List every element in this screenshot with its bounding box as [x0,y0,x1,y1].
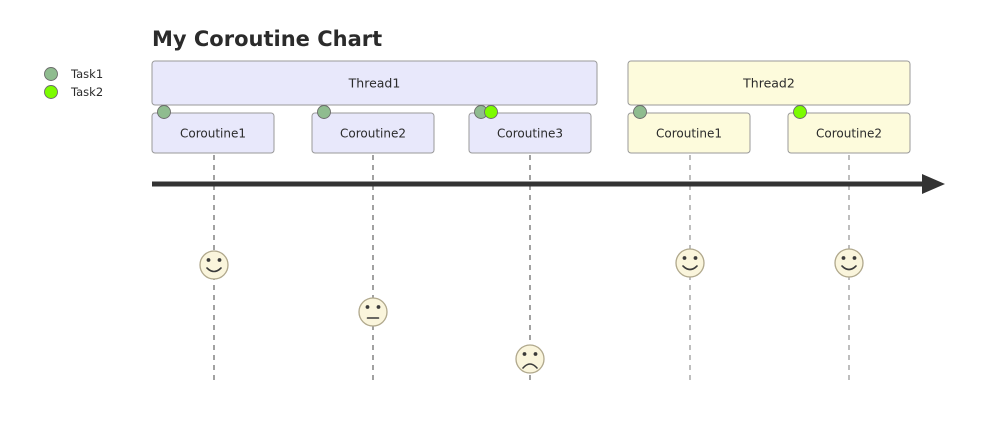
face-mouth-smile-icon [206,267,222,273]
face-circle-icon [675,248,705,278]
legend-swatch-icon-task2 [44,85,58,99]
mood-face-happy-4[interactable] [675,248,705,278]
thread-bar-rect-thread1 [151,60,598,106]
coroutine-label-thread2-coroutine2: Coroutine2 [816,127,882,141]
legend: Task1 Task2 [44,67,104,99]
mood-face-neutral-2[interactable] [358,297,388,327]
coroutine-label-thread1-coroutine1: Coroutine1 [180,127,246,141]
page-title: My Coroutine Chart [152,27,382,51]
task-marker-icon-task2 [793,105,807,119]
coroutine-rect-thread1-coroutine3 [468,112,592,154]
face-eye-right-icon [852,256,857,260]
coroutine-rect-thread1-coroutine1 [151,112,275,154]
coroutine-label-thread1-coroutine3: Coroutine3 [497,127,563,141]
legend-item-task1[interactable]: Task1 [44,67,104,81]
face-mouth-smile-icon [682,265,698,271]
face-eye-left-icon [682,256,687,260]
coroutine-box-thread2-coroutine1[interactable]: Coroutine1 [627,105,751,154]
task-marker-icon-task1 [633,105,647,119]
mood-face-happy-5[interactable] [834,248,864,278]
face-circle-icon [199,250,229,280]
coroutine-label-thread1-coroutine2: Coroutine2 [340,127,406,141]
legend-label-task2: Task2 [70,85,103,99]
face-eye-right-icon [533,352,538,356]
legend-item-task2[interactable]: Task2 [44,85,104,99]
face-eye-left-icon [206,258,211,262]
timeline-axis [152,174,945,194]
coroutine-box-thread1-coroutine2[interactable]: Coroutine2 [311,105,435,154]
task-marker-icon-task2 [484,105,498,119]
face-eye-left-icon [841,256,846,260]
task-marker-icon-task1 [317,105,331,119]
mood-face-happy-1[interactable] [199,250,229,280]
face-mouth-frown-icon [522,363,538,369]
timeline-arrowhead-icon [922,174,945,194]
face-eye-left-icon [522,352,527,356]
face-mouth-smile-icon [841,265,857,271]
face-circle-icon [834,248,864,278]
thread-bar-thread1[interactable]: Thread1 [151,60,598,106]
coroutine-rect-thread1-coroutine2 [311,112,435,154]
coroutine-label-thread2-coroutine1: Coroutine1 [656,127,722,141]
face-eye-left-icon [365,305,370,309]
coroutine-box-thread1-coroutine3[interactable]: Coroutine3 [468,105,592,154]
mood-face-sad-3[interactable] [515,344,545,374]
face-circle-icon [358,297,388,327]
legend-swatch-icon-task1 [44,67,58,81]
coroutine-rect-thread2-coroutine1 [627,112,751,154]
thread-bar-label-thread2: Thread2 [742,76,795,91]
legend-label-task1: Task1 [70,67,103,81]
face-eye-right-icon [376,305,381,309]
thread-bar-label-thread1: Thread1 [348,76,401,91]
face-eye-right-icon [693,256,698,260]
thread-bar-rect-thread2 [627,60,911,106]
coroutine-rect-thread2-coroutine2 [787,112,911,154]
task-marker-icon-task1 [157,105,171,119]
face-eye-right-icon [217,258,222,262]
coroutine-box-thread2-coroutine2[interactable]: Coroutine2 [787,105,911,154]
coroutine-box-thread1-coroutine1[interactable]: Coroutine1 [151,105,275,154]
face-circle-icon [515,344,545,374]
thread-bar-thread2[interactable]: Thread2 [627,60,911,106]
